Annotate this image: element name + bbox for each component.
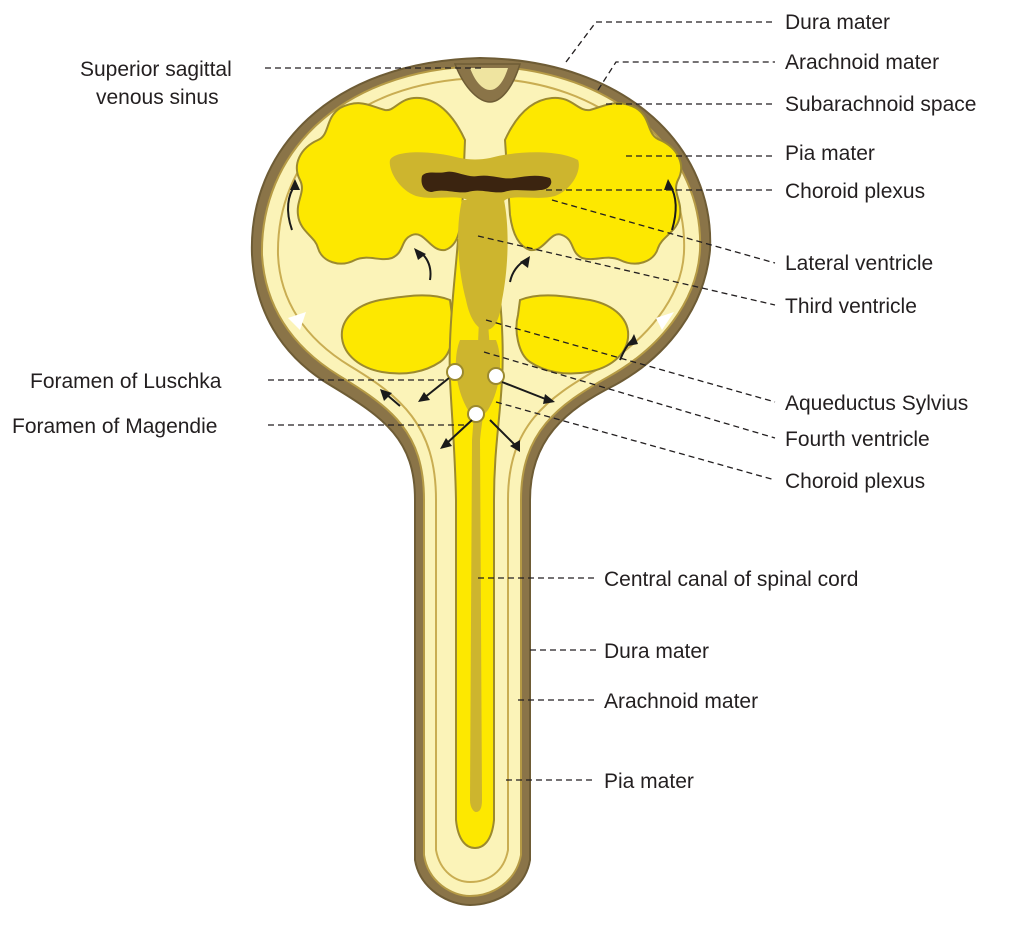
cerebellum-left: [340, 294, 455, 375]
label-dura-mater-bottom: Dura mater: [604, 640, 709, 663]
cerebrum-right: [503, 96, 683, 265]
cerebellum-right: [515, 294, 630, 375]
cerebrum-left: [295, 96, 467, 265]
label-choroid-plexus-top: Choroid plexus: [785, 180, 925, 203]
label-choroid-plexus-bottom: Choroid plexus: [785, 470, 925, 493]
label-fourth-ventricle: Fourth ventricle: [785, 428, 930, 451]
label-lateral-ventricle: Lateral ventricle: [785, 252, 933, 275]
label-aqueductus-sylvius: Aqueductus Sylvius: [785, 392, 968, 415]
third-ventricle: [458, 200, 508, 330]
label-subarachnoid-space: Subarachnoid space: [785, 93, 976, 116]
foramen-luschka-left: [446, 363, 464, 381]
choroid-plexus-top: [421, 171, 552, 193]
arachnoid-line: [276, 76, 686, 884]
csf-flow-arrows: [287, 179, 677, 452]
foramen-luschka-right: [487, 367, 505, 385]
label-third-ventricle: Third ventricle: [785, 295, 917, 318]
label-arachnoid-mater-bottom: Arachnoid mater: [604, 690, 758, 713]
cistern-right: [656, 312, 674, 330]
cistern-left: [288, 312, 306, 330]
label-central-canal: Central canal of spinal cord: [604, 568, 858, 591]
leader-lines: [265, 21, 776, 781]
label-dura-mater-top: Dura mater: [785, 11, 890, 34]
label-pia-mater-top: Pia mater: [785, 142, 875, 165]
label-foramen-luschka: Foramen of Luschka: [30, 370, 222, 393]
foramen-magendie: [467, 405, 485, 423]
label-superior-sagittal-2: venous sinus: [96, 86, 219, 109]
label-superior-sagittal-1: Superior sagittal: [80, 58, 232, 81]
fourth-ventricle: [455, 340, 501, 416]
label-foramen-magendie: Foramen of Magendie: [12, 415, 217, 438]
label-arachnoid-mater-top: Arachnoid mater: [785, 51, 939, 74]
label-pia-mater-bottom: Pia mater: [604, 770, 694, 793]
sinus-lumen: [470, 68, 508, 90]
